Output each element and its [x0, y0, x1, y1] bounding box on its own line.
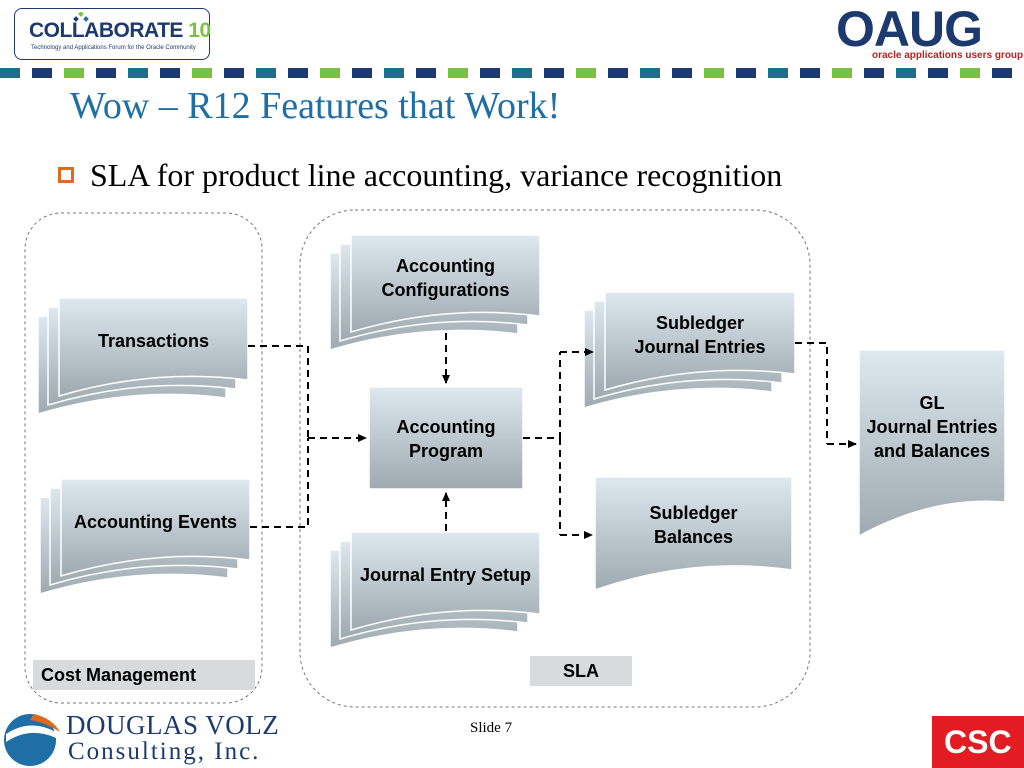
subledger-balances-label: Subledger Balances: [595, 501, 792, 549]
sla-group: [299, 209, 811, 708]
stripe-segment: [224, 68, 244, 78]
accounting-configurations-label: Accounting Configurations: [351, 254, 540, 302]
stripe-segment: [960, 68, 980, 78]
header-stripe: [0, 68, 1012, 78]
slide-title: Wow – R12 Features that Work!: [70, 85, 561, 127]
subledger-journal-entries-node: [583, 291, 796, 410]
cost-management-group: [24, 212, 263, 704]
csc-logo: CSC: [932, 716, 1024, 768]
stripe-segment: [640, 68, 660, 78]
stripe-segment: [512, 68, 532, 78]
stripe-segment: [800, 68, 820, 78]
stripe-segment: [544, 68, 564, 78]
csc-logo-text: CSC: [944, 724, 1012, 760]
collaborate-logo-name: COLLABORATE: [29, 19, 183, 42]
stripe-segment: [480, 68, 500, 78]
gl-node: [858, 349, 1006, 538]
accounting-events-label: Accounting Events: [73, 512, 238, 532]
stripe-segment: [192, 68, 212, 78]
subledger-journal-entries-label: Subledger Journal Entries: [605, 311, 795, 359]
stripe-segment: [832, 68, 852, 78]
transactions-connector: [248, 345, 309, 438]
stripe-segment: [704, 68, 724, 78]
logo-dots-icon: [73, 12, 89, 22]
accounting-events-node: [39, 478, 251, 596]
stripe-segment: [32, 68, 52, 78]
journal-entry-setup-label: Journal Entry Setup: [359, 565, 532, 585]
douglas-volz-name: DOUGLAS VOLZ: [66, 710, 280, 740]
subledger-balances-node: [594, 476, 793, 592]
stripe-segment: [736, 68, 756, 78]
stripe-segment: [352, 68, 372, 78]
oaug-logo: OAUG oracle applications users group: [836, 1, 1023, 64]
accounting-configurations-line2: Configurations: [381, 280, 510, 300]
stripe-segment: [384, 68, 404, 78]
stripe-segment: [160, 68, 180, 78]
accounting-program-line2: Program: [408, 441, 484, 461]
stripe-segment: [416, 68, 436, 78]
douglas-volz-sub: Consulting, Inc.: [68, 738, 261, 765]
slide-number-label: Slide: [470, 720, 501, 736]
stripe-segment: [64, 68, 84, 78]
accounting-configurations-node: [329, 234, 541, 352]
oaug-logo-tagline: oracle applications users group: [872, 50, 1024, 61]
accounting-program-node: [368, 386, 524, 490]
stripe-segment: [128, 68, 148, 78]
stripe-segment: [448, 68, 468, 78]
gl-line3: and Balances: [873, 441, 991, 461]
stripe-segment: [96, 68, 116, 78]
cost-management-label: Cost Management: [33, 660, 255, 690]
douglas-volz-logo: DOUGLAS VOLZ Consulting, Inc.: [0, 708, 279, 768]
subledger-balances-line2: Balances: [653, 527, 734, 547]
stripe-segment: [768, 68, 788, 78]
accounting-configurations-line1: Accounting: [396, 256, 495, 276]
slide-number: Slide 7: [470, 720, 512, 737]
gl-line2: Journal Entries: [866, 417, 998, 437]
stripe-segment: [576, 68, 596, 78]
collaborate-logo-tagline: Technology and Applications Forum for th…: [31, 45, 196, 51]
transactions-label: Transactions: [97, 331, 210, 351]
accounting-program-label: Accounting Program: [369, 415, 523, 463]
slide-number-value: 7: [504, 720, 513, 736]
bullet-square-icon: [58, 167, 74, 183]
accounting-events-connector: [250, 438, 309, 528]
journal-entry-setup-node: [329, 531, 541, 650]
program-output-connector: [523, 352, 561, 439]
stripe-segment: [320, 68, 340, 78]
stripe-segment: [288, 68, 308, 78]
stripe-segment: [256, 68, 276, 78]
stripe-segment: [672, 68, 692, 78]
stripe-segment: [992, 68, 1012, 78]
subledger-journal-entries-line1: Subledger: [655, 313, 744, 333]
subledger-balances-line1: Subledger: [649, 503, 738, 523]
transactions-node: [37, 297, 249, 416]
stripe-segment: [0, 68, 20, 78]
bullet-text: SLA for product line accounting, varianc…: [90, 157, 783, 193]
subledger-to-gl-connector: [795, 342, 828, 444]
collaborate-logo: COLLABORATE 10 Technology and Applicatio…: [14, 8, 211, 60]
gl-line1: GL: [919, 393, 945, 413]
accounting-program-line1: Accounting: [396, 417, 496, 437]
stripe-segment: [608, 68, 628, 78]
stripe-segment: [928, 68, 948, 78]
sla-label: SLA: [530, 656, 632, 686]
oaug-logo-name: OAUG: [836, 1, 983, 57]
collaborate-logo-number: 10: [188, 19, 211, 42]
stripe-segment: [896, 68, 916, 78]
globe-icon: [4, 714, 60, 766]
gl-label: GL Journal Entries and Balances: [855, 391, 1009, 463]
subledger-journal-entries-line2: Journal Entries: [634, 337, 766, 357]
stripe-segment: [864, 68, 884, 78]
